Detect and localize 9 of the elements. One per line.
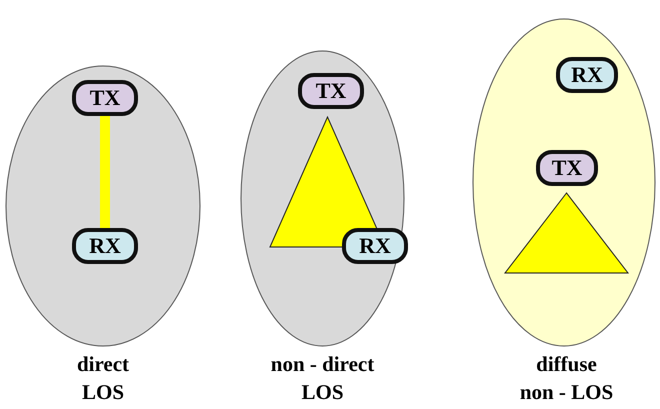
caption: non - direct LOS xyxy=(270,351,376,406)
transceiver-label: RX xyxy=(72,228,138,264)
transceiver-label: TX xyxy=(536,150,598,186)
caption: diffuse non - LOS xyxy=(518,351,614,406)
transceiver-label: RX xyxy=(556,57,618,93)
caption: direct LOS xyxy=(76,351,130,406)
transceiver-label: TX xyxy=(298,73,364,109)
transceiver-label: RX xyxy=(342,228,408,264)
transceiver-label: TX xyxy=(72,80,138,116)
